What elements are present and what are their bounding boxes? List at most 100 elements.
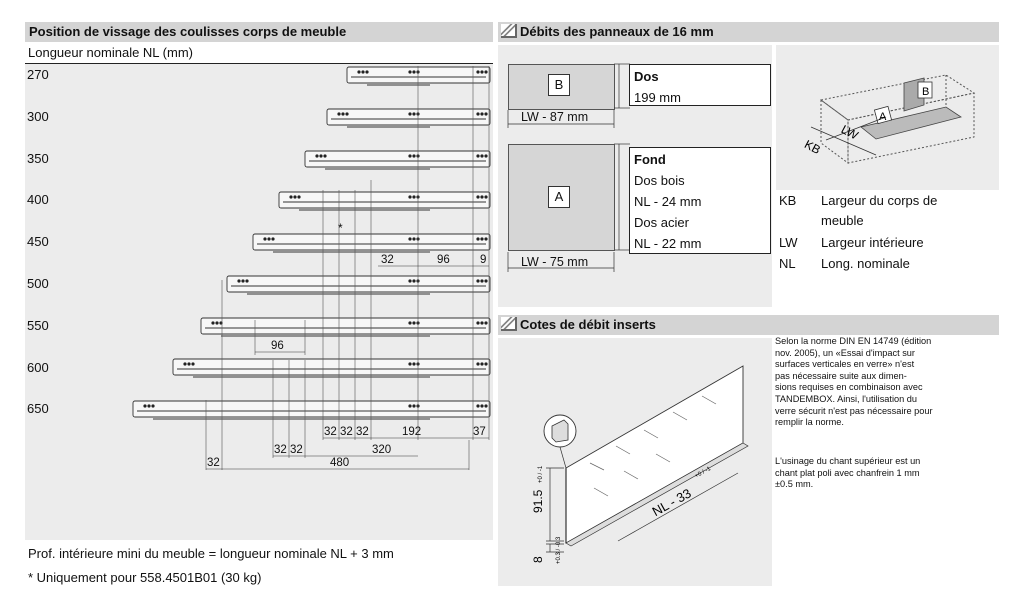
- inserts-section-title: Cotes de débit inserts: [520, 317, 656, 332]
- insert-thick-dim: 8: [531, 556, 545, 563]
- inserts-section-header: Cotes de débit inserts: [498, 315, 772, 335]
- slide-rail: [304, 150, 491, 168]
- screw-hole: [323, 154, 327, 158]
- screw-hole: [480, 321, 484, 325]
- screw-hole: [412, 70, 416, 74]
- insert-drawing: 91.5 +0 / -1 8 +0.3 / -0.3 NL - 33 +0 / …: [531, 365, 749, 564]
- screw-hole: [191, 362, 195, 366]
- screw-hole: [408, 237, 412, 241]
- legend-kb-text2: meuble: [821, 213, 864, 228]
- screw-hole: [365, 70, 369, 74]
- screw-hole: [480, 404, 484, 408]
- din-note-line: verre sécurit n'est pas nécessaire pour: [775, 405, 933, 416]
- screw-hole: [361, 70, 365, 74]
- screw-hole: [408, 154, 412, 158]
- fond-line-3: Dos acier: [634, 215, 689, 230]
- screw-hole: [408, 195, 412, 199]
- screw-hole: [480, 279, 484, 283]
- panels-section-title: Débits des panneaux de 16 mm: [520, 24, 714, 39]
- fond-box: Fond Dos bois NL - 24 mm Dos acier NL - …: [629, 147, 771, 254]
- screw-hole: [484, 195, 488, 199]
- inserts-header-strip: [772, 315, 999, 335]
- din-note-line: Selon la norme DIN EN 14749 (édition: [775, 336, 932, 346]
- section-icon: [501, 24, 517, 38]
- screw-hole: [484, 237, 488, 241]
- dos-value: 199 mm: [634, 90, 681, 105]
- dim-96-b: 96: [271, 340, 284, 352]
- legend-nl-abbr: NL: [779, 256, 796, 271]
- slide-rail: [326, 108, 491, 126]
- slides-section-title: Position de vissage des coulisses corps …: [29, 24, 347, 39]
- screw-hole: [319, 154, 323, 158]
- screw-hole: [187, 362, 191, 366]
- screw-hole: [412, 195, 416, 199]
- panel-b-width: LW - 87 mm: [521, 110, 589, 124]
- footer-depth-note: Prof. intérieure mini du meuble = longue…: [28, 546, 394, 561]
- screw-hole: [476, 279, 480, 283]
- screw-hole: [476, 112, 480, 116]
- screw-hole: [412, 237, 416, 241]
- screw-hole: [341, 112, 345, 116]
- dim-32-d: 32: [274, 444, 287, 456]
- panels-section-header: Débits des panneaux de 16 mm: [498, 22, 999, 42]
- insert-height-dim: 91.5: [531, 489, 545, 513]
- dim-32-e: 32: [290, 444, 303, 456]
- screw-hole: [408, 321, 412, 325]
- panel-b-letter: B: [548, 74, 570, 96]
- screw-hole: [211, 321, 215, 325]
- dos-box: Dos 199 mm: [629, 64, 771, 106]
- dimension-lines: [206, 265, 489, 470]
- length-650: 650: [27, 401, 49, 416]
- screw-hole: [408, 70, 412, 74]
- iso-label-kb: KB: [802, 137, 823, 157]
- din-note: Selon la norme DIN EN 14749 (édition nov…: [775, 336, 933, 429]
- panel-a-letter: A: [548, 186, 570, 208]
- dim-32-c: 32: [356, 426, 369, 438]
- screw-hole: [183, 362, 187, 366]
- screw-hole: [315, 154, 319, 158]
- screw-hole: [476, 70, 480, 74]
- screw-hole: [293, 195, 297, 199]
- screw-hole: [476, 154, 480, 158]
- edge-note-line: L'usinage du chant supérieur est un: [775, 456, 921, 466]
- screw-hole: [408, 112, 412, 116]
- screw-hole: [215, 321, 219, 325]
- length-270: 270: [27, 67, 49, 82]
- vertical-guides: [205, 66, 490, 470]
- legend-lw-text: Largeur intérieure: [821, 235, 924, 250]
- screw-hole: [289, 195, 293, 199]
- dim-32-a: 32: [324, 426, 337, 438]
- din-note-line: TANDEMBOX. Ainsi, l'utilisation du: [775, 393, 917, 404]
- slide-rail: [226, 275, 491, 293]
- length-550: 550: [27, 318, 49, 333]
- legend-kb-text: Largeur du corps de: [821, 193, 938, 208]
- screw-hole: [412, 321, 416, 325]
- edge-note: L'usinage du chant supérieur est un chan…: [775, 456, 920, 491]
- screw-hole: [151, 404, 155, 408]
- dim-480: 480: [330, 457, 349, 469]
- screw-hole: [412, 362, 416, 366]
- screw-hole: [143, 404, 147, 408]
- screw-hole: [408, 404, 412, 408]
- edge-note-line: ±0.5 mm.: [775, 479, 814, 490]
- panel-a-width: LW - 75 mm: [521, 255, 589, 269]
- slides-diagram-area: [25, 63, 493, 540]
- footer-star-note: * Uniquement pour 558.4501B01 (30 kg): [28, 570, 262, 585]
- screw-hole: [476, 237, 480, 241]
- dim-320: 320: [372, 444, 391, 456]
- screw-hole: [480, 362, 484, 366]
- star-mark: *: [338, 221, 343, 235]
- dos-title: Dos: [634, 69, 659, 84]
- nominal-length-label: Longueur nominale NL (mm): [28, 45, 193, 60]
- screw-hole: [484, 112, 488, 116]
- slide-rail: [278, 191, 491, 209]
- din-note-line: nov. 2005), un «Essai d'impact sur: [775, 347, 915, 358]
- screw-hole: [267, 237, 271, 241]
- screw-hole: [480, 154, 484, 158]
- screw-hole: [357, 70, 361, 74]
- iso-drawer: B A LW KB: [802, 74, 976, 164]
- screw-hole: [271, 237, 275, 241]
- screw-hole: [412, 112, 416, 116]
- screw-hole: [480, 70, 484, 74]
- dim-37: 37: [473, 426, 486, 438]
